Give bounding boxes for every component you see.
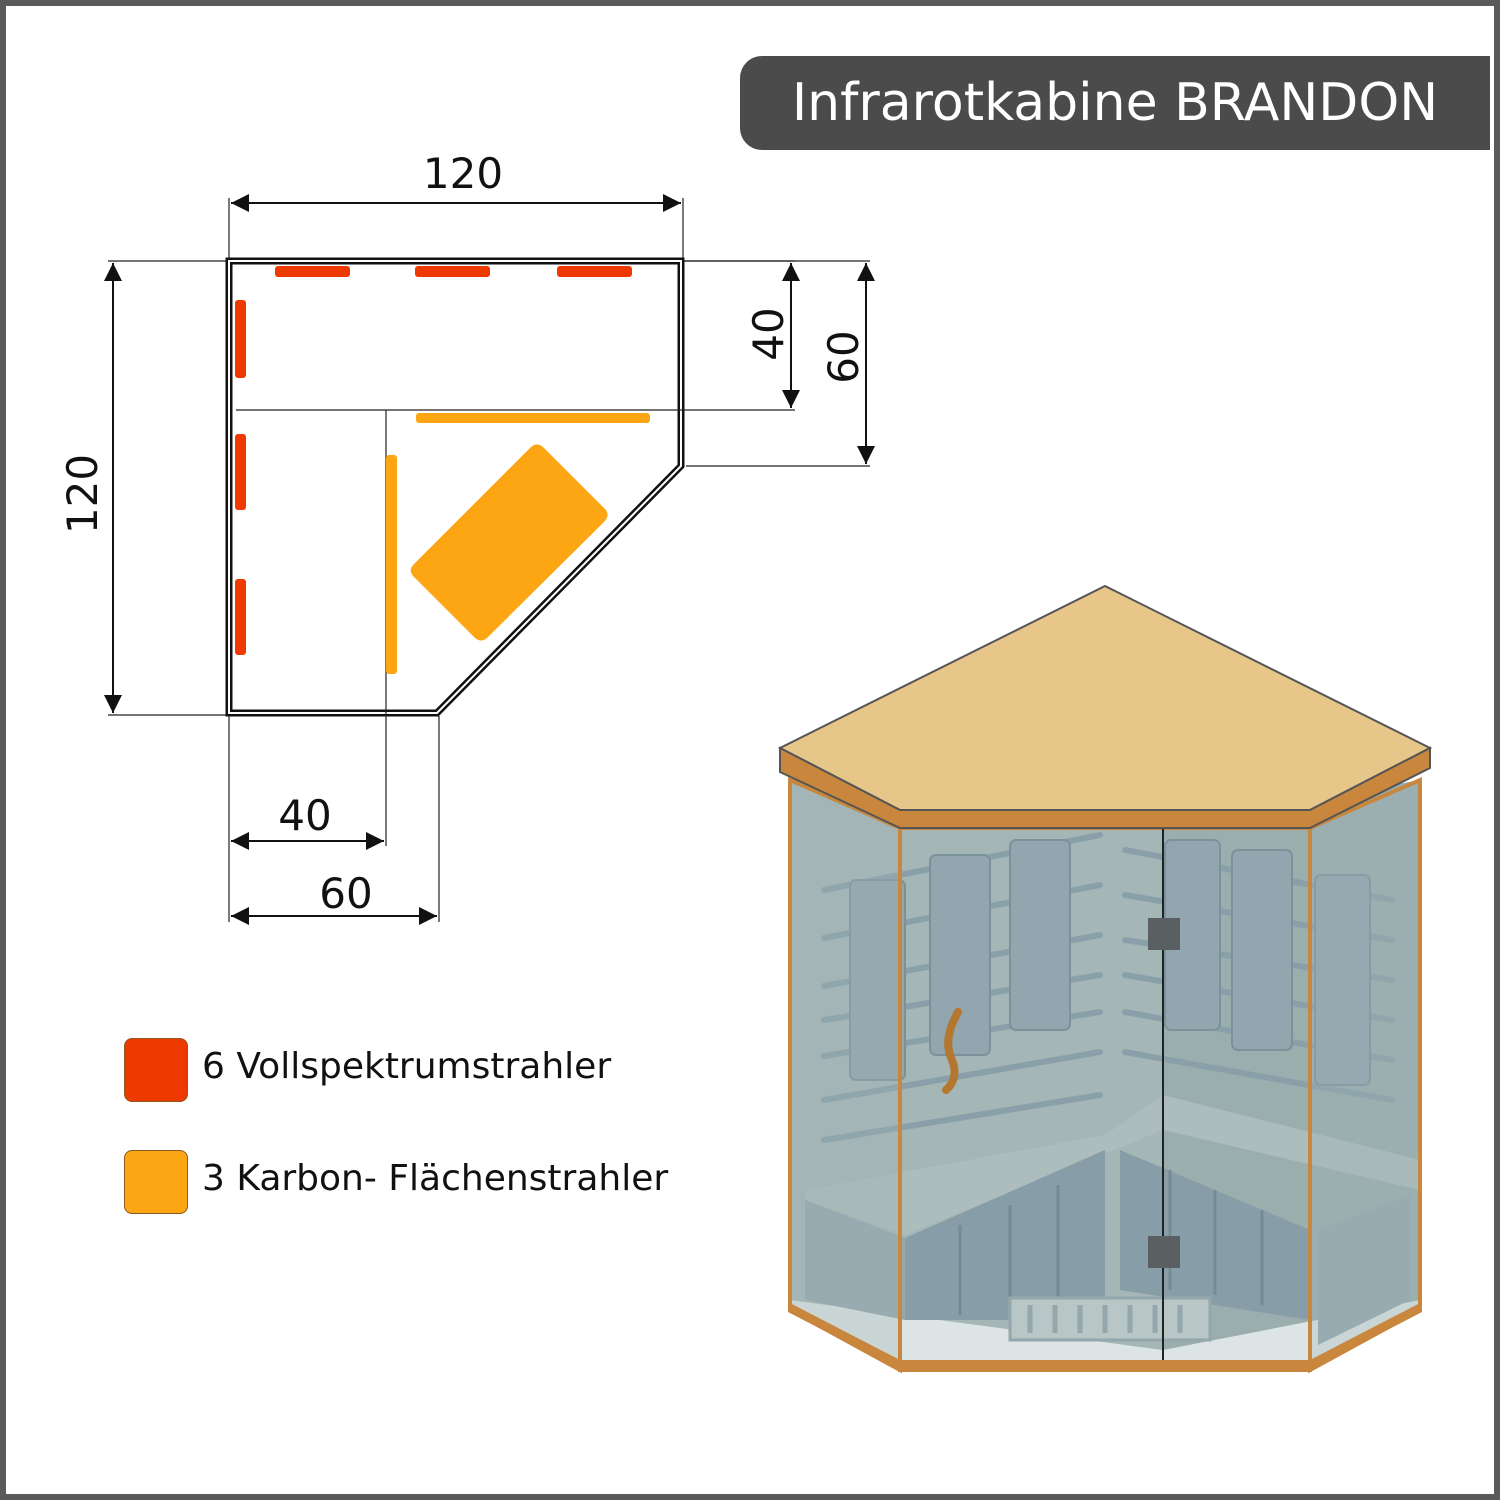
carbon-heater [386, 455, 397, 674]
full-spectrum-heater [235, 434, 246, 510]
dimension-right-60: 60 [819, 330, 868, 383]
full-spectrum-heater [275, 266, 350, 277]
full-spectrum-heater [235, 300, 246, 378]
bench-front-center [905, 1150, 1105, 1320]
carbon-heater [410, 444, 608, 641]
floor-vent [1008, 1296, 1212, 1342]
dimension-left-height: 120 [58, 454, 107, 534]
bench-top [805, 1095, 1420, 1235]
cabin-illustration [777, 584, 1433, 1374]
dimension-top-width: 120 [423, 149, 503, 198]
full-spectrum-swatch [124, 1038, 188, 1102]
dimension-bottom-40: 40 [278, 791, 331, 840]
glass-side-left [788, 776, 902, 1374]
roof-edge [779, 746, 1431, 829]
legend-label: 6 Vollspektrumstrahler [202, 1046, 612, 1087]
door-hinge [1148, 918, 1180, 950]
full-spectrum-heater [415, 266, 490, 277]
dimension-bottom-60: 60 [319, 869, 372, 918]
dimension-right-40: 40 [744, 307, 793, 360]
carbon-heater [416, 413, 650, 423]
door-hinge [1148, 1236, 1180, 1268]
floor-plan: 120 120 40 60 40 60 [58, 149, 875, 925]
glass-door [898, 826, 1312, 1372]
legend-label: 3 Karbon- Flächenstrahler [202, 1158, 669, 1199]
door-handle [942, 1008, 962, 1094]
glass-side-right [1308, 776, 1422, 1374]
full-spectrum-heaters [235, 266, 632, 655]
title-banner: Infrarotkabine BRANDON [740, 56, 1490, 150]
roof-top [777, 584, 1433, 811]
cabin-outline [225, 257, 685, 717]
carbon-swatch [124, 1150, 188, 1214]
page-title: Infrarotkabine BRANDON [791, 73, 1439, 133]
full-spectrum-heater [557, 266, 632, 277]
carbon-heaters [386, 413, 650, 674]
full-spectrum-heater [235, 579, 246, 655]
